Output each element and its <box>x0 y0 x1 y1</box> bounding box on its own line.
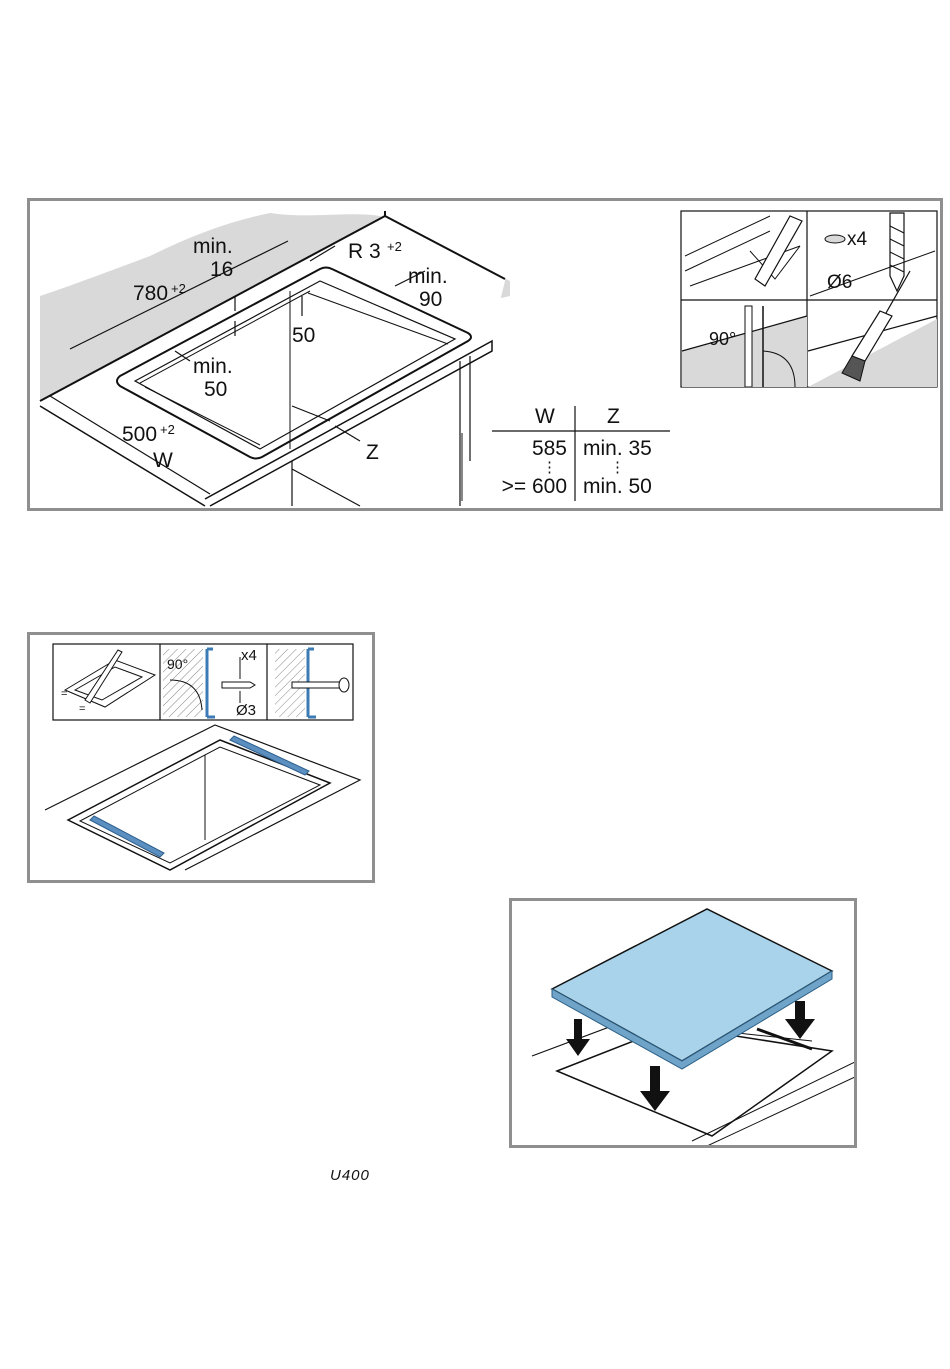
table-row2-w: >= 600 <box>502 475 567 498</box>
cutting-steps-panel: x4 Ø6 90° <box>681 211 937 387</box>
table-header-z: Z <box>607 405 620 428</box>
bracket-d3: Ø3 <box>236 702 256 719</box>
cutout-drawing: min. 16 R 3 +2 780 +2 min. 90 50 min. 50… <box>30 201 943 511</box>
dim-min16-line1: min. <box>193 235 233 258</box>
table-dots-z: ⋮ <box>610 459 625 476</box>
dim-r3: R 3 <box>348 240 381 263</box>
dim-50: 50 <box>292 324 315 347</box>
dim-w: W <box>153 449 173 472</box>
step-d6: Ø6 <box>827 272 852 293</box>
dim-min90-line1: min. <box>408 265 448 288</box>
table-header-w: W <box>535 405 555 428</box>
table-dots-w: ⋮ <box>542 459 557 476</box>
dim-780-tolerance: +2 <box>171 281 186 296</box>
dim-min16-line2: 16 <box>210 258 233 281</box>
bracket-angle: 90° <box>167 656 188 672</box>
equal-mark-2: = <box>79 703 85 715</box>
dim-780: 780 <box>133 282 168 305</box>
arrow-down-icon <box>566 1019 590 1056</box>
hob-installation-figure <box>509 898 857 1148</box>
bracket-drawing: = = 90° x4 Ø3 <box>30 635 375 883</box>
step-x4: x4 <box>847 229 868 250</box>
equal-mark-1: = <box>61 688 67 700</box>
cutout-dimensions-figure: min. 16 R 3 +2 780 +2 min. 90 50 min. 50… <box>27 198 943 511</box>
dim-z: Z <box>366 441 379 464</box>
dim-min90-line2: 90 <box>419 288 442 311</box>
dim-500: 500 <box>122 423 157 446</box>
step-angle: 90° <box>709 329 736 349</box>
table-row1-z: min. 35 <box>583 437 652 460</box>
bracket-installation-figure: = = 90° x4 Ø3 <box>27 632 375 883</box>
hob-drawing <box>512 901 857 1148</box>
dim-min50-line1: min. <box>193 355 233 378</box>
w-z-table: W Z 585 min. 35 ⋮ ⋮ >= 600 min. 50 <box>462 405 670 501</box>
dim-500-tolerance: +2 <box>160 422 175 437</box>
table-row2-z: min. 50 <box>583 475 652 498</box>
dim-r3-tolerance: +2 <box>387 239 402 254</box>
arrow-down-icon <box>785 1001 815 1039</box>
table-row1-w: 585 <box>532 437 567 460</box>
dim-min50-line2: 50 <box>204 378 227 401</box>
bracket-x4: x4 <box>241 647 257 664</box>
document-code: U400 <box>330 1167 370 1184</box>
